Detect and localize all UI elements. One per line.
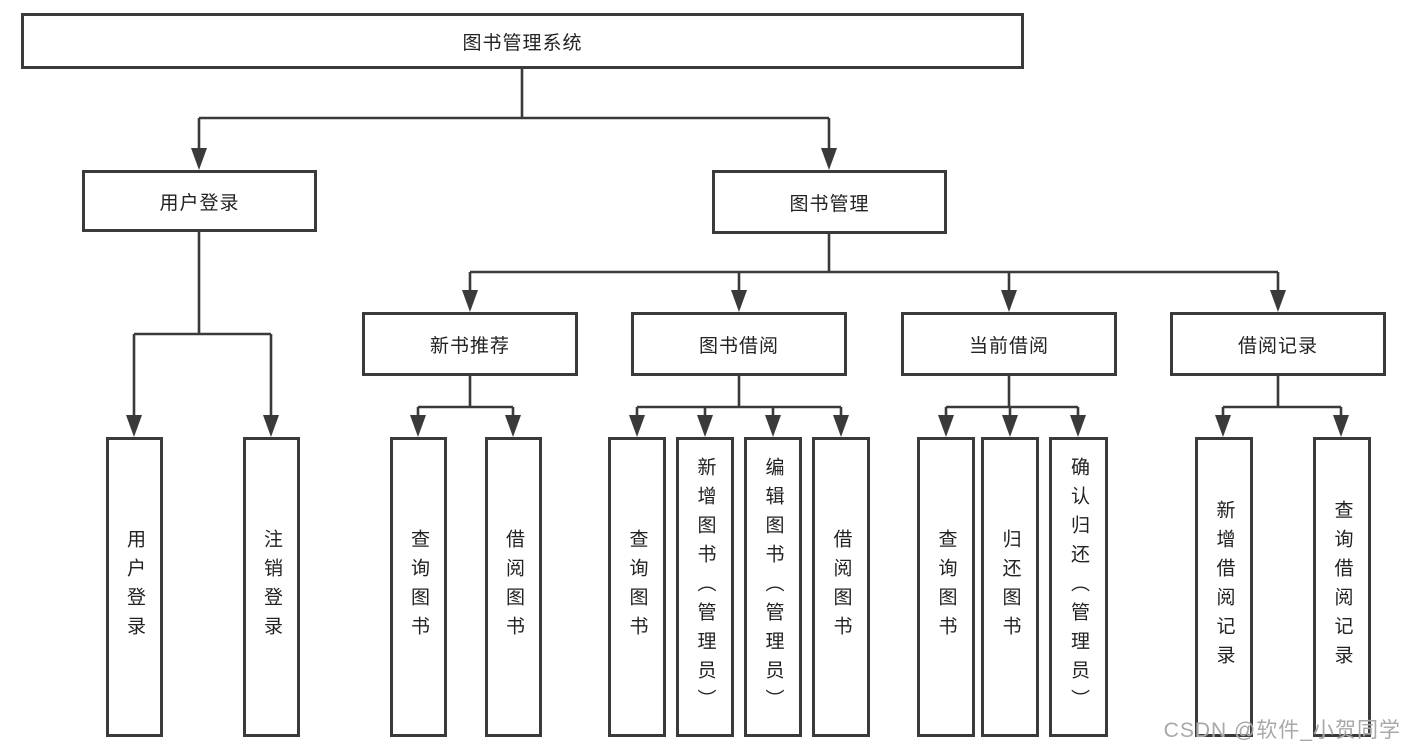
leaf-add-borrow-record-label: 新增借阅记录 [1213, 500, 1235, 674]
node-current-borrow: 当前借阅 [901, 312, 1117, 376]
arrowhead-icon [629, 415, 645, 437]
leaf-query-books-borrow-label: 查询图书 [626, 529, 648, 645]
leaf-borrow-books-label: 借阅图书 [830, 529, 852, 645]
edge-bookmgmt-to-level3 [468, 234, 1280, 292]
leaf-borrow-books-recommend-label: 借阅图书 [503, 529, 524, 645]
arrowhead-icon [1070, 415, 1086, 437]
node-root-label: 图书管理系统 [462, 32, 583, 54]
watermark-text: CSDN @软件_小贺同学 [1163, 719, 1401, 742]
arrowheads [126, 148, 1349, 437]
edge-root-to-level2 [197, 69, 831, 150]
arrowhead-icon [1001, 290, 1017, 312]
arrowhead-icon [938, 415, 954, 437]
arrowhead-icon [765, 415, 781, 437]
node-book-borrow: 图书借阅 [631, 312, 847, 376]
leaf-add-book-admin-label: 新增图书（管理员） [694, 456, 716, 718]
arrowhead-icon [263, 415, 279, 437]
arrowhead-icon [410, 415, 426, 437]
arrowhead-icon [833, 415, 849, 437]
leaf-query-books-recommend-label: 查询图书 [408, 529, 429, 645]
leaf-user-login: 用户登录 [106, 437, 163, 737]
node-book-borrow-label: 图书借阅 [698, 335, 779, 357]
edge-currentborrow-to-leaves [944, 376, 1080, 417]
leaf-borrow-books: 借阅图书 [812, 437, 870, 737]
leaf-query-borrow-record: 查询借阅记录 [1313, 437, 1371, 737]
leaf-edit-book-admin: 编辑图书（管理员） [744, 437, 802, 737]
arrowhead-icon [697, 415, 713, 437]
leaf-query-books-recommend: 查询图书 [390, 437, 447, 737]
leaf-return-book: 归还图书 [981, 437, 1039, 737]
leaf-query-borrow-record-label: 查询借阅记录 [1331, 500, 1353, 674]
edge-records-to-leaves [1221, 376, 1343, 417]
leaf-logout-label: 注销登录 [261, 529, 282, 645]
leaf-add-borrow-record: 新增借阅记录 [1195, 437, 1253, 737]
leaf-query-books-current-label: 查询图书 [935, 529, 957, 645]
leaf-confirm-return-admin-label: 确认归还（管理员） [1068, 456, 1089, 718]
node-root: 图书管理系统 [21, 13, 1024, 69]
edge-userlogin-to-leaves [132, 232, 273, 417]
arrowhead-icon [1333, 415, 1349, 437]
node-book-management: 图书管理 [712, 170, 947, 234]
arrowhead-icon [821, 148, 837, 170]
leaf-user-login-label: 用户登录 [124, 529, 145, 645]
leaf-logout: 注销登录 [243, 437, 300, 737]
arrowhead-icon [505, 415, 521, 437]
leaf-confirm-return-admin: 确认归还（管理员） [1049, 437, 1108, 737]
node-new-book-recommend: 新书推荐 [362, 312, 578, 376]
node-book-management-label: 图书管理 [789, 193, 870, 215]
arrowhead-icon [1215, 415, 1231, 437]
leaf-return-book-label: 归还图书 [999, 529, 1021, 645]
leaf-query-books-borrow: 查询图书 [608, 437, 666, 737]
leaf-add-book-admin: 新增图书（管理员） [676, 437, 734, 737]
arrowhead-icon [126, 415, 142, 437]
node-borrow-records-label: 借阅记录 [1237, 335, 1318, 357]
edge-bookborrow-to-leaves [635, 376, 843, 417]
node-user-login-label: 用户登录 [159, 192, 240, 214]
node-new-book-recommend-label: 新书推荐 [429, 335, 510, 357]
leaf-edit-book-admin-label: 编辑图书（管理员） [762, 456, 784, 718]
arrowhead-icon [191, 148, 207, 170]
leaf-query-books-current: 查询图书 [917, 437, 975, 737]
arrowhead-icon [731, 290, 747, 312]
edge-newbook-to-leaves [416, 376, 515, 417]
arrowhead-icon [1270, 290, 1286, 312]
node-borrow-records: 借阅记录 [1170, 312, 1386, 376]
arrowhead-icon [462, 290, 478, 312]
node-current-borrow-label: 当前借阅 [968, 335, 1049, 357]
node-user-login: 用户登录 [82, 170, 317, 232]
leaf-borrow-books-recommend: 借阅图书 [485, 437, 542, 737]
arrowhead-icon [1002, 415, 1018, 437]
